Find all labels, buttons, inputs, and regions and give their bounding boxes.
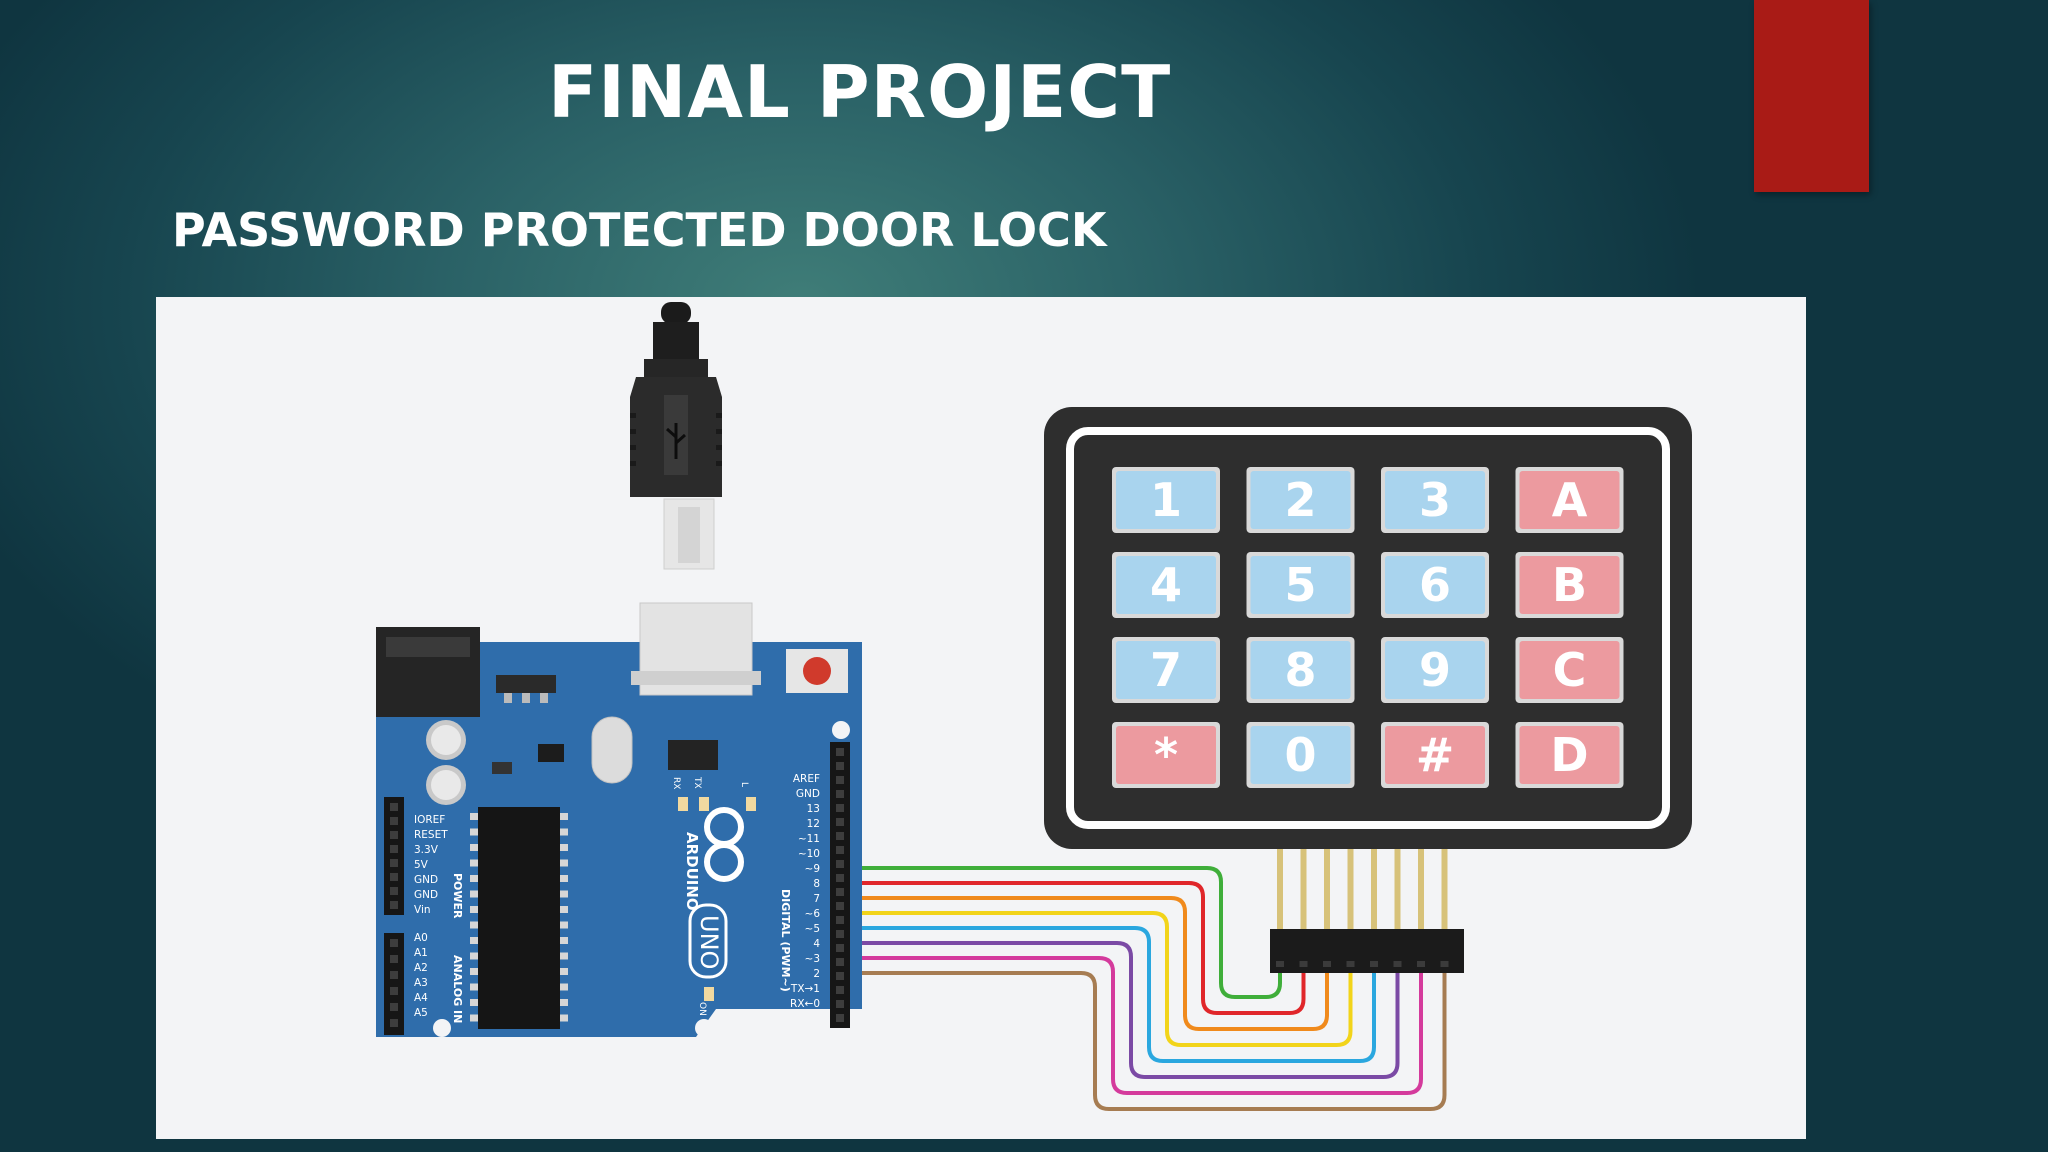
digital-pin-label: ~3 [805, 953, 820, 965]
keypad-key: 9 [1381, 637, 1489, 703]
keypad-key: 1 [1112, 467, 1220, 533]
uno-badge [688, 903, 728, 979]
wire [848, 911, 1353, 1047]
l-led-label: L [739, 782, 749, 787]
power-pin-label: GND [414, 874, 438, 886]
rx-led-label: RX [671, 777, 681, 789]
keypad-key-label: 2 [1284, 473, 1316, 527]
keypad-key: A [1515, 467, 1624, 533]
digital-header-title: DIGITAL (PWM~) [779, 889, 792, 992]
arduino-uno-board: ARDUINO UNO POWER ANALOG IN DIGITAL (PWM… [376, 602, 862, 1037]
digital-pin-label: 7 [813, 893, 820, 905]
keypad-key-label: 1 [1150, 473, 1182, 527]
arduino-infinity-logo-icon [704, 807, 744, 882]
keypad-4x4: 1 2 3 A 4 5 6 B 7 8 9 C * 0 # D [1044, 407, 1692, 973]
keypad-key: 5 [1246, 552, 1355, 618]
analog-pin-label: A4 [414, 992, 428, 1004]
wire [848, 956, 1423, 1095]
keypad-key-label: 5 [1284, 558, 1316, 612]
circuit-diagram: ARDUINO UNO POWER ANALOG IN DIGITAL (PWM… [376, 302, 1692, 1111]
keypad-key: 7 [1112, 637, 1220, 703]
keypad-key-label: 9 [1419, 643, 1451, 697]
wire [848, 896, 1329, 1031]
keypad-key: 4 [1112, 552, 1220, 618]
digital-pin-label: RX←0 [790, 998, 820, 1010]
keypad-key: 8 [1246, 637, 1355, 703]
keypad-key-label: A [1552, 473, 1588, 527]
keypad-key-label: C [1553, 643, 1587, 697]
power-pin-label: 3.3V [414, 844, 439, 856]
wire [848, 866, 1282, 999]
keypad-key-label: 0 [1284, 728, 1316, 782]
power-pin-label: GND [414, 889, 438, 901]
power-pin-label: RESET [414, 829, 448, 841]
analog-header-title: ANALOG IN [451, 955, 464, 1023]
keypad-key: B [1515, 552, 1624, 618]
keypad-key: 2 [1246, 467, 1355, 533]
keypad-key-label: 3 [1419, 473, 1451, 527]
analog-pin-label: A2 [414, 962, 428, 974]
usb-symbol-icon [666, 423, 686, 459]
keypad-key-label: # [1416, 728, 1455, 782]
slide-subtitle: PASSWORD PROTECTED DOOR LOCK [172, 203, 1107, 257]
keypad-key: 0 [1246, 722, 1355, 788]
keypad-key: D [1515, 722, 1624, 788]
analog-pin-label: A3 [414, 977, 428, 989]
wire [848, 967, 1447, 1111]
keypad-key-label: 6 [1419, 558, 1451, 612]
digital-pin-label: 2 [813, 968, 820, 980]
power-pin-label: IOREF [414, 814, 445, 826]
wire [848, 941, 1400, 1079]
digital-pin-label: 13 [807, 803, 820, 815]
power-pin-label: 5V [414, 859, 429, 871]
keypad-key: * [1112, 722, 1220, 788]
keypad-key: 3 [1381, 467, 1489, 533]
digital-pin-label: GND [796, 788, 820, 800]
digital-pin-label: 12 [807, 818, 820, 830]
keypad-key-label: * [1154, 728, 1178, 782]
tx-led-label: TX [692, 776, 702, 789]
analog-pin-label: A1 [414, 947, 428, 959]
analog-pin-label: A5 [414, 1007, 428, 1019]
circuit-diagram-panel: ARDUINO UNO POWER ANALOG IN DIGITAL (PWM… [156, 297, 1806, 1139]
digital-pin-label: 8 [813, 878, 820, 890]
usb-cable [630, 302, 722, 570]
digital-pin-label: TX→1 [790, 983, 820, 995]
keypad-key: # [1381, 722, 1489, 788]
arduino-brand-label: ARDUINO [683, 832, 701, 911]
keypad-key-label: B [1552, 558, 1587, 612]
power-header-title: POWER [451, 873, 464, 919]
digital-pin-label: ~10 [798, 848, 820, 860]
keypad-key: 6 [1381, 552, 1489, 618]
on-led-label: ON [697, 1002, 707, 1016]
wire [848, 881, 1306, 1015]
analog-pin-label: A0 [414, 932, 428, 944]
keypad-key-label: 4 [1150, 558, 1182, 612]
red-accent-bar [1754, 0, 1869, 192]
digital-pin-label: ~9 [805, 863, 820, 875]
power-pin-label: Vin [414, 904, 431, 916]
digital-pin-label: ~6 [805, 908, 821, 920]
keypad-key-label: 7 [1150, 643, 1182, 697]
keypad-key-label: D [1550, 728, 1588, 782]
digital-pin-label: AREF [793, 773, 820, 785]
digital-pin-label: ~11 [798, 833, 820, 845]
digital-pin-label: 4 [813, 938, 820, 950]
slide-title: FINAL PROJECT [548, 50, 1172, 134]
wire [848, 926, 1376, 1063]
digital-pin-label: ~5 [805, 923, 820, 935]
uno-model-label: UNO [695, 915, 723, 969]
keypad-key-label: 8 [1284, 643, 1316, 697]
wire-harness [848, 866, 1447, 1111]
keypad-key: C [1515, 637, 1624, 703]
